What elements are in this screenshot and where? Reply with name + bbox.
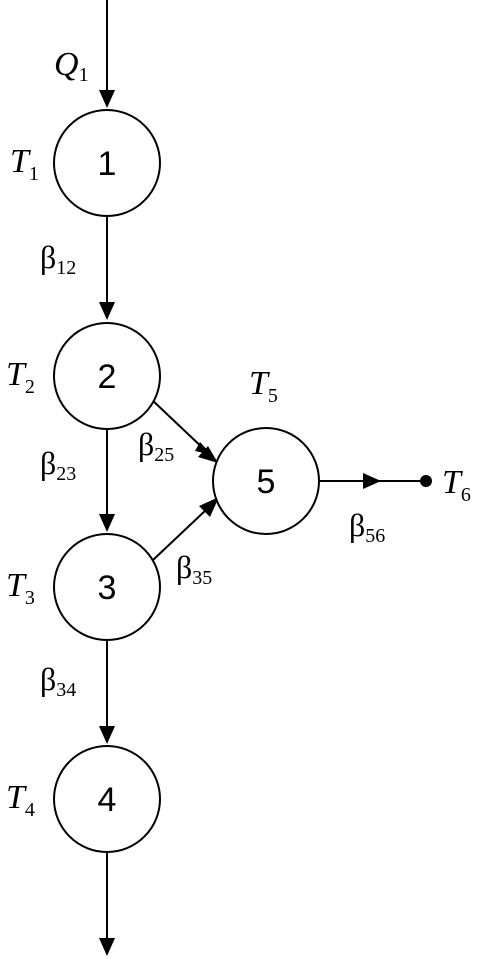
temperature-label-t4: T4 (6, 779, 35, 821)
node-2: 2 (53, 322, 161, 430)
node-3-circle (53, 533, 161, 641)
b12-base: β (40, 239, 56, 275)
edge-2-5 (149, 397, 208, 453)
terminal-node-6 (420, 475, 432, 487)
heat-input-sub: 1 (79, 64, 89, 86)
b25-base: β (138, 426, 154, 462)
t5-sub: 5 (268, 385, 278, 407)
node-2-circle (53, 322, 161, 430)
b12-sub: 12 (56, 257, 76, 279)
node-1: 1 (53, 109, 161, 217)
temperature-label-t6: T6 (442, 464, 471, 506)
arrowhead-2-5-fill (198, 446, 218, 463)
node-5-label: 5 (257, 463, 276, 501)
node-5-circle (212, 427, 320, 535)
b34-sub: 34 (56, 679, 76, 701)
node-5: 5 (212, 427, 320, 535)
t2-base: T (6, 356, 27, 393)
edge-label-b23: β23 (40, 445, 76, 485)
b35-base: β (176, 549, 192, 585)
b35-sub: 35 (192, 567, 212, 589)
arrowhead-q1 (99, 90, 115, 108)
node-4-circle (53, 745, 161, 853)
t3-base: T (6, 567, 27, 604)
arrowhead-1-2 (99, 302, 115, 320)
node-3-label: 3 (98, 569, 117, 607)
arrowhead-3-5 (199, 497, 219, 517)
t4-base: T (6, 779, 27, 816)
temperature-label-t3: T3 (6, 567, 35, 609)
edge-label-b25: β25 (138, 426, 174, 466)
temperature-label-t5: T5 (249, 365, 278, 407)
t3-sub: 3 (25, 587, 35, 609)
heat-input-base: Q (54, 46, 79, 83)
node-1-label: 1 (98, 145, 117, 183)
t5-base: T (249, 365, 270, 402)
b56-sub: 56 (365, 525, 385, 547)
arrowhead-4-out (99, 938, 115, 956)
t4-sub: 4 (25, 799, 35, 821)
t1-base: T (10, 143, 31, 180)
t6-sub: 6 (461, 484, 471, 506)
b23-base: β (40, 445, 56, 481)
t6-base: T (442, 464, 463, 501)
temperature-label-t1: T1 (10, 143, 39, 185)
node-4: 4 (53, 745, 161, 853)
t1-sub: 1 (29, 163, 39, 185)
edge-3-5 (152, 508, 208, 561)
arrowhead-3-4 (99, 726, 115, 744)
arrowhead-5-6 (363, 473, 381, 489)
node-3: 3 (53, 533, 161, 641)
b56-base: β (349, 507, 365, 543)
b23-sub: 23 (56, 463, 76, 485)
node-1-circle (53, 109, 161, 217)
arrowhead-2-3 (99, 514, 115, 532)
node-4-label: 4 (98, 781, 117, 819)
temperature-label-t2: T2 (6, 356, 35, 398)
node-2-label: 2 (98, 358, 117, 396)
heat-input-label: Q1 (54, 46, 89, 86)
edge-label-b35: β35 (176, 549, 212, 589)
edge-label-b56: β56 (349, 507, 385, 547)
b25-sub: 25 (154, 444, 174, 466)
t2-sub: 2 (25, 376, 35, 398)
edge-label-b12: β12 (40, 239, 76, 279)
edge-label-b34: β34 (40, 661, 76, 701)
b34-base: β (40, 661, 56, 697)
